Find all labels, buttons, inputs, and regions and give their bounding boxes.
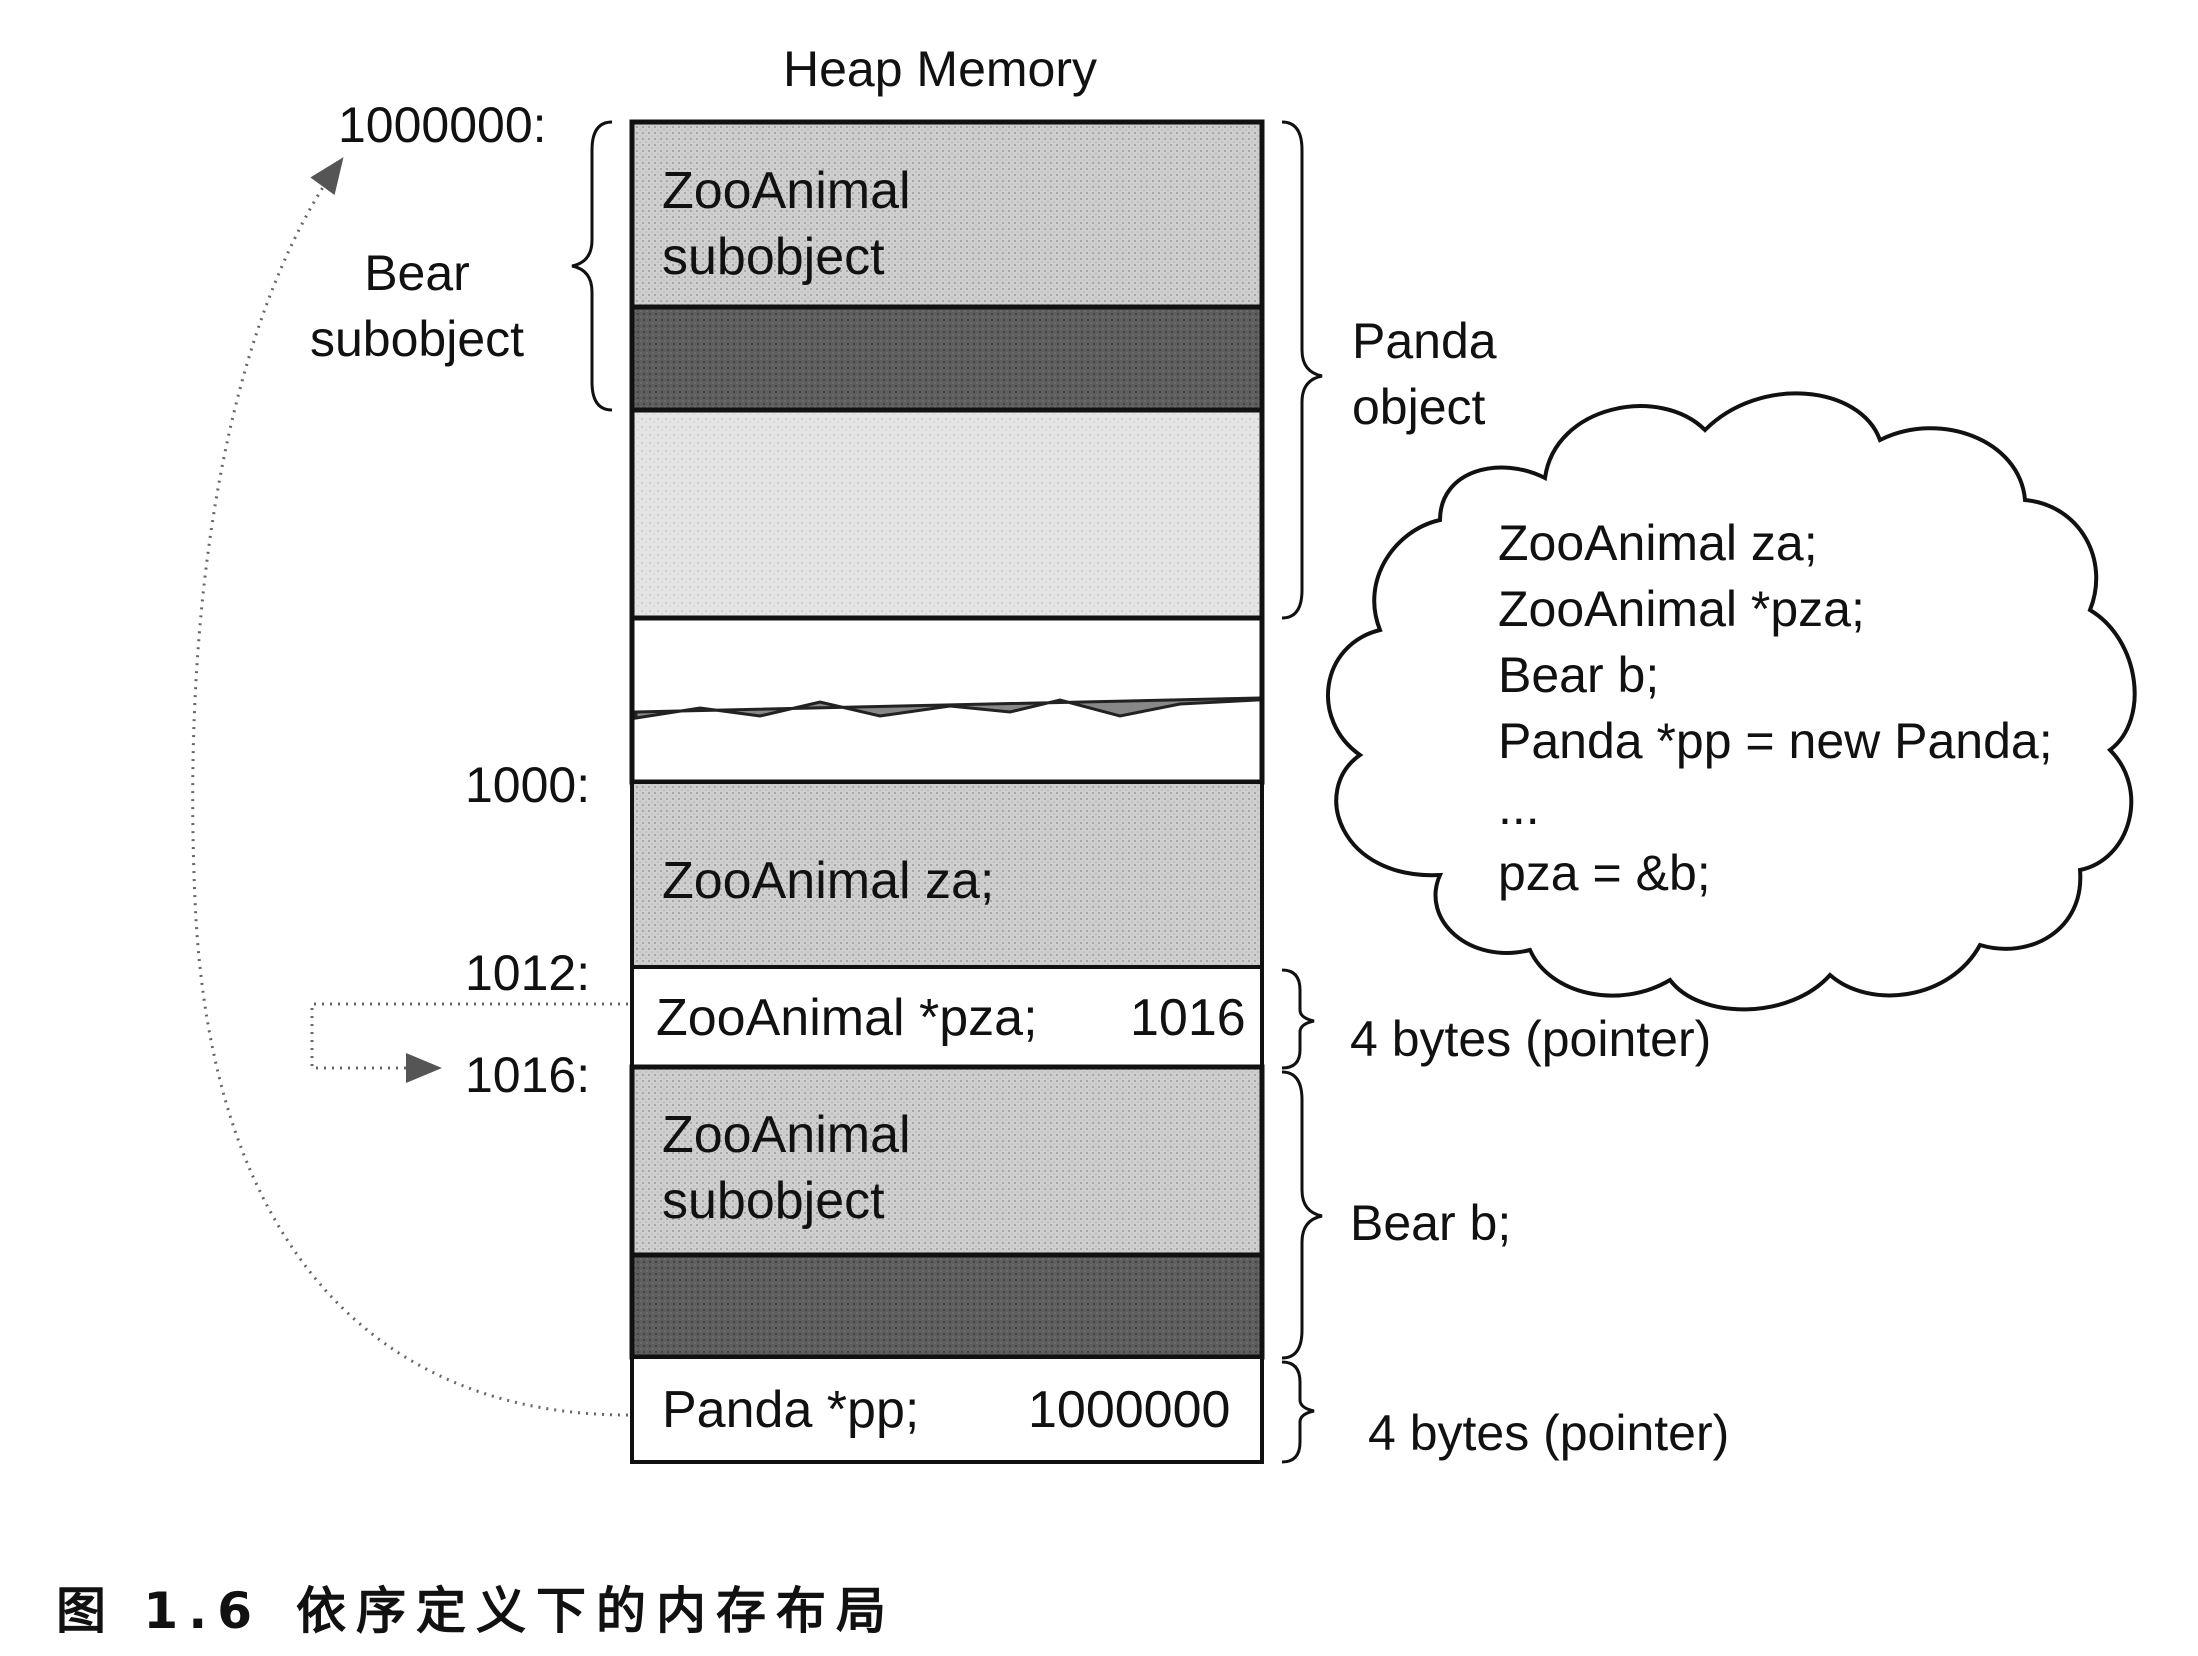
- bear-subobject-label: Bear subobject: [310, 245, 525, 367]
- bear-b-bear-part-block: [629, 1252, 1265, 1360]
- pp-label-text: Panda *pp;: [662, 1381, 920, 1439]
- panda-zooanimal-subobject-block: [629, 119, 1265, 310]
- address-1012: 1012:: [465, 945, 591, 1001]
- pza-block: [630, 965, 1264, 1069]
- code-cloud-shape: [1326, 391, 2137, 1012]
- panda-object-label: Panda object: [1352, 313, 1497, 435]
- code-line: ...: [1498, 779, 1540, 835]
- bear-b-zooanimal-block: [629, 1064, 1265, 1258]
- figure-caption: 依序定义下的内存布局: [296, 1582, 896, 1640]
- pp-4-bytes-label: 4 bytes (pointer): [1368, 1405, 1730, 1461]
- pza-pointer-arrow: [310, 1002, 628, 1083]
- za-text: ZooAnimal za;: [662, 852, 995, 910]
- pp-block: [630, 1355, 1264, 1464]
- code-cloud-text: ZooAnimal za; ZooAnimal *pza; Bear b; Pa…: [1498, 510, 2053, 906]
- memory-break-line: [634, 696, 1260, 720]
- bear-b-label: Bear b;: [1350, 1195, 1512, 1251]
- address-1000: 1000:: [465, 757, 591, 813]
- panda-part-block: [629, 407, 1265, 621]
- bear-subobject-brace: [571, 120, 613, 412]
- code-line: pza = &b;: [1498, 845, 1711, 901]
- pp-pointer-arrow: [191, 157, 629, 1417]
- pza-4-bytes-label: 4 bytes (pointer): [1350, 1011, 1712, 1067]
- panda-object-brace: [1281, 120, 1323, 620]
- pza-label-text: ZooAnimal *pza;: [656, 989, 1038, 1047]
- pza-brace: [1281, 968, 1315, 1070]
- code-line: ZooAnimal *pza;: [1498, 581, 1865, 637]
- memory-column: [629, 119, 1265, 1464]
- pp-brace: [1281, 1360, 1315, 1464]
- heap-memory-title: Heap Memory: [783, 41, 1097, 97]
- bear-b-zooanimal-subobject-text: ZooAnimal subobject: [662, 1106, 911, 1230]
- panda-zooanimal-subobject-text: ZooAnimal subobject: [662, 162, 911, 286]
- bear-b-brace: [1281, 1070, 1323, 1360]
- code-line: Bear b;: [1498, 647, 1660, 703]
- pza-value-text: 1016: [1130, 989, 1246, 1047]
- figure-number: 图 1.6: [56, 1582, 262, 1640]
- panda-bear-part-block: [629, 304, 1265, 413]
- address-1016: 1016:: [465, 1047, 591, 1103]
- code-line: Panda *pp = new Panda;: [1498, 713, 2053, 769]
- address-1000000: 1000000:: [338, 97, 547, 153]
- code-line: ZooAnimal za;: [1498, 515, 1818, 571]
- pp-value-text: 1000000: [1028, 1381, 1231, 1439]
